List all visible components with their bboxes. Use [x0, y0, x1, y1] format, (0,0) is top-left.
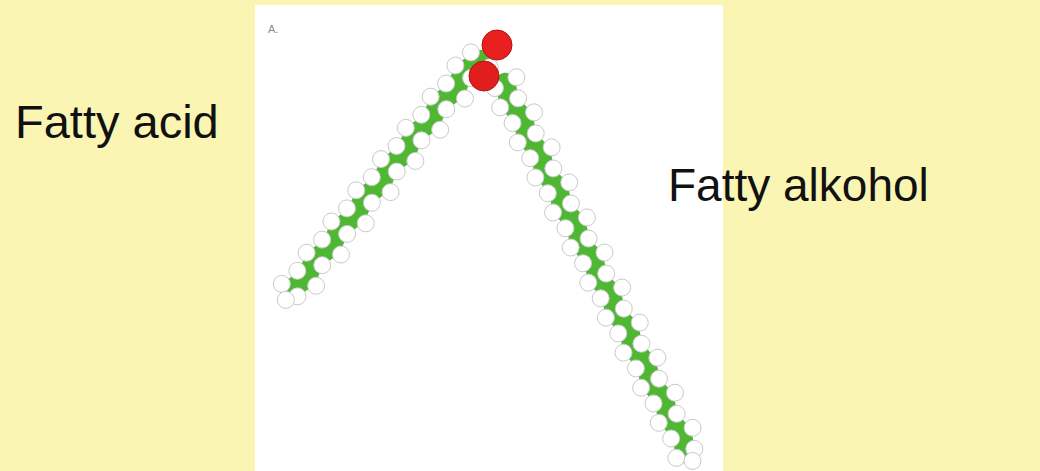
hydrogen-atom	[462, 44, 479, 61]
hydrogen-atom	[684, 419, 701, 436]
ester-oxygens	[469, 30, 512, 91]
hydrogen-atom	[649, 349, 666, 366]
carbon-backbone	[506, 83, 686, 454]
hydrogen-atom	[289, 262, 306, 279]
hydrogen-atom	[298, 244, 315, 261]
hydrogen-atom	[373, 151, 390, 168]
hydrogen-atom	[666, 384, 683, 401]
hydrogen-atom	[338, 200, 355, 217]
hydrogen-atom	[397, 119, 414, 136]
hydrogen-atom	[332, 246, 349, 263]
molecule-part-label: Fatty alkohol	[668, 162, 929, 208]
hydrogen-atom	[438, 101, 455, 118]
hydrogen-atom	[363, 169, 380, 186]
hydrogen-atom	[633, 335, 650, 352]
hydrogen-atom	[545, 204, 562, 221]
hydrogen-atom	[407, 152, 424, 169]
hydrogen-atom	[273, 275, 290, 292]
hydrogen-atom	[323, 213, 340, 230]
hydrogen-atom	[668, 405, 685, 422]
hydrogen-atom	[615, 344, 632, 361]
hydrogen-atom	[592, 290, 609, 307]
hydrogen-atom	[645, 395, 662, 412]
hydrogen-atom	[413, 106, 430, 123]
hydrogen-atom	[527, 125, 544, 142]
hydrogen-atom	[382, 184, 399, 201]
hydrogen-atom	[357, 215, 374, 232]
hydrogen-atom	[561, 174, 578, 191]
hydrogen-atom	[684, 452, 701, 469]
hydrogen-atom	[650, 414, 667, 431]
hydrogen-atom	[543, 139, 560, 156]
hydrogen-atom	[651, 370, 668, 387]
hydrogen-atom	[339, 225, 356, 242]
hydrogen-atom	[597, 309, 614, 326]
hydrogen-atom	[627, 360, 644, 377]
hydrogen-atom	[456, 90, 473, 107]
panel-letter: A.	[268, 24, 278, 35]
hydrogen-atom	[578, 209, 595, 226]
hydrogen-atom	[492, 99, 509, 116]
hydrogen-atom	[562, 195, 579, 212]
hydrogen-atom	[631, 314, 648, 331]
hydrogen-atom	[562, 239, 579, 256]
hydrogen-atom	[314, 257, 331, 274]
hydrogen-atom	[308, 277, 325, 294]
hydrogen-atom	[596, 244, 613, 261]
hydrogen-atom	[663, 430, 680, 447]
hydrogen-atom	[504, 115, 521, 132]
hydrogen-atom	[598, 265, 615, 282]
hydrogen-atom	[614, 279, 631, 296]
hydrogen-atom	[557, 220, 574, 237]
hydrogen-atom	[575, 255, 592, 272]
hydrogen-atom	[610, 325, 627, 342]
hydrogen-atom	[633, 379, 650, 396]
hydrogen-atom	[509, 134, 526, 151]
oxygen-atom	[469, 61, 499, 91]
hydrogen-atom	[388, 137, 405, 154]
hydrogen-atom	[388, 163, 405, 180]
hydrogen-atom	[668, 449, 685, 466]
hydrogen-atom	[526, 104, 543, 121]
hydrogen-atom	[580, 274, 597, 291]
space-filling-chains	[273, 44, 702, 470]
hydrogen-atom	[314, 231, 331, 248]
hydrogen-atom	[527, 169, 544, 186]
carbon-backbone	[290, 60, 481, 290]
hydrogen-atom	[422, 88, 439, 105]
hydrogen-atom	[615, 300, 632, 317]
hydrogen-atom	[539, 185, 556, 202]
hydrogen-atom	[580, 230, 597, 247]
hydrogen-atom	[438, 75, 455, 92]
hydrogen-atom	[447, 57, 464, 74]
hydrogen-atom	[363, 194, 380, 211]
hydrogen-atom	[348, 182, 365, 199]
hydrogen-atom	[510, 90, 527, 107]
hydrogen-atom	[413, 132, 430, 149]
hydrogen-atom	[522, 150, 539, 167]
hydrogen-atom	[277, 291, 294, 308]
hydrogen-atom	[545, 160, 562, 177]
hydrogen-atom	[432, 121, 449, 138]
oxygen-atom	[482, 30, 512, 60]
molecule-part-label: Fatty acid	[15, 98, 219, 145]
hydrogen-atom	[508, 69, 525, 86]
